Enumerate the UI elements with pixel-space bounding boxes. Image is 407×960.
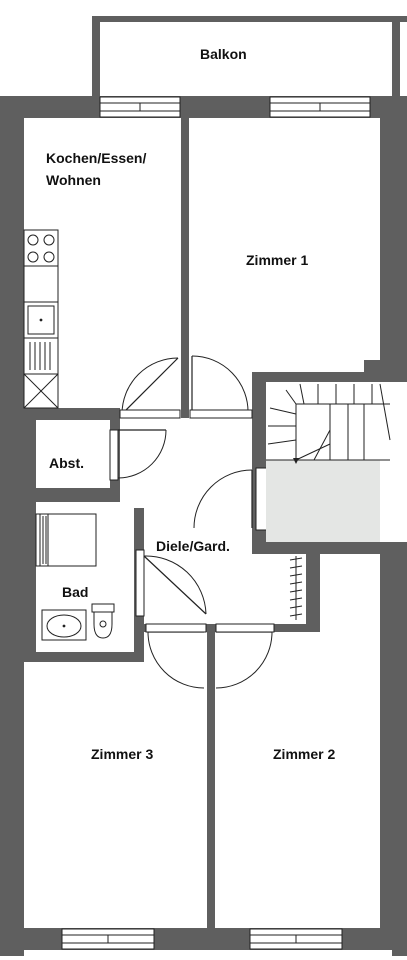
bottom-windows (61, 928, 343, 950)
drainboard-icon (23, 337, 59, 375)
kitchen-fixtures (23, 229, 59, 409)
top-windows (99, 96, 371, 118)
room-labels: Balkon Kochen/Essen/ Wohnen Zimmer 1 Abs… (46, 46, 335, 762)
label-balkon: Balkon (200, 46, 247, 62)
balcony (92, 16, 407, 98)
interior-walls (24, 118, 407, 928)
bath-fixtures (35, 513, 137, 641)
kitchen-sink-icon (23, 301, 59, 339)
door-frames (109, 409, 275, 633)
label-abst: Abst. (49, 455, 84, 471)
washbasin-icon (41, 609, 87, 641)
wardrobe-rail (289, 556, 303, 620)
label-zimmer2: Zimmer 2 (273, 746, 335, 762)
cooktop-icon (23, 229, 59, 267)
toilet-icon (91, 603, 115, 639)
label-kochen-line2: Wohnen (46, 172, 101, 188)
bathtub-icon (35, 513, 97, 567)
label-kochen-line1: Kochen/Essen/ (46, 150, 146, 166)
label-zimmer3: Zimmer 3 (91, 746, 153, 762)
appliance-icon (23, 373, 59, 409)
label-diele: Diele/Gard. (156, 538, 230, 554)
label-bad: Bad (62, 584, 88, 600)
staircase (266, 382, 391, 542)
label-zimmer1: Zimmer 1 (246, 252, 308, 268)
